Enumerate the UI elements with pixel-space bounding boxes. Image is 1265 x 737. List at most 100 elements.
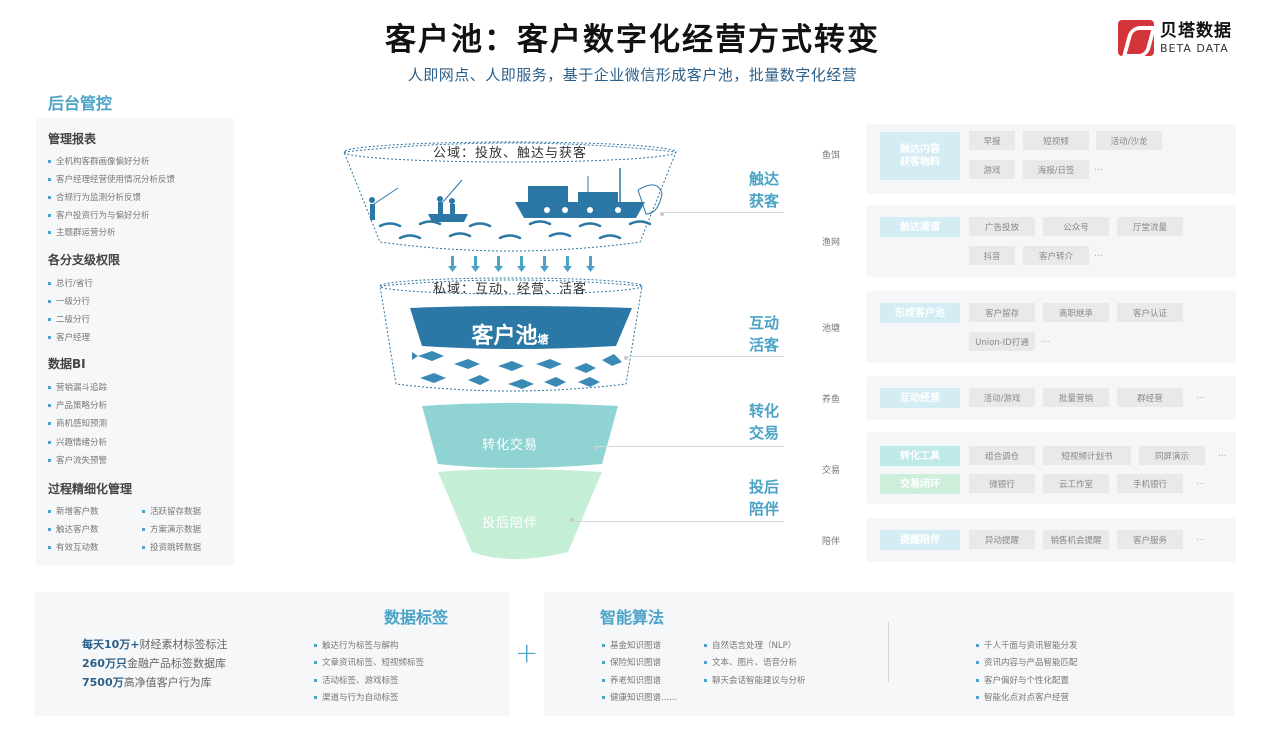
card-pond: 形成客户池 客户留存 离职继承 客户认证 Union-ID打通 ... <box>866 291 1236 363</box>
more-indicator: ... <box>1094 249 1103 259</box>
page-subtitle: 人即网点、人即服务，基于企业微信形成客户池，批量数字化经营 <box>407 66 858 84</box>
stat-line: 260万只金融产品标签数据库 <box>82 657 226 670</box>
list-item: 基金知识图谱 <box>602 639 661 651</box>
list-item: 客户偏好与个性化配置 <box>976 674 1069 686</box>
section-title: 管理报表 <box>48 132 97 146</box>
list-item: 渠道与行为自动标签 <box>314 691 399 703</box>
list-item: 商机感知预测 <box>48 417 107 429</box>
leader-line <box>596 446 784 447</box>
list-item: 新增客户数 <box>48 505 99 517</box>
list-item: 保险知识图谱 <box>602 656 661 668</box>
row-label-raise-fish: 养鱼 <box>822 395 841 405</box>
list-item: 触达客户数 <box>48 523 99 535</box>
list-item: 自然语言处理（NLP） <box>704 639 796 651</box>
row-label-bait: 鱼饵 <box>822 151 841 161</box>
chip[interactable]: 微银行 <box>969 474 1035 493</box>
section-title: 数据BI <box>48 357 86 371</box>
pool-suffix: 塘 <box>537 333 549 346</box>
chip[interactable]: 异动提醒 <box>969 530 1035 549</box>
backend-control-panel: 管理报表 全机构客群画像偏好分析 客户经理经营使用情况分析反馈 合规行为监测分析… <box>36 118 234 566</box>
fish-icon <box>412 351 622 389</box>
beta-logo-icon <box>1118 20 1154 56</box>
down-arrows-icon <box>448 256 595 272</box>
chip[interactable]: 海报/日签 <box>1023 160 1089 179</box>
list-item: 方案演示数据 <box>142 523 201 535</box>
conversion-label: 转化交易 <box>481 438 538 453</box>
data-tags-title: 数据标签 <box>384 608 449 627</box>
stat-line: 7500万高净值客户行为库 <box>82 676 212 689</box>
chip[interactable]: 客户服务 <box>1117 530 1183 549</box>
list-item: 二级分行 <box>48 313 90 325</box>
card-net: 触达渠道 广告投放 公众号 厅堂流量 抖音 客户转介 ... <box>866 205 1236 277</box>
stage-interact-activate: 互动活客 <box>748 314 779 354</box>
card-trade: 转化工具 组合调仓 短视频计划书 同屏演示 ... 交易闭环 微银行 云工作室 … <box>866 432 1236 504</box>
leader-line <box>662 212 784 213</box>
row-label-pond: 池塘 <box>822 324 841 334</box>
section-title: 各分支级权限 <box>48 253 121 267</box>
card-bait: 触达内容获客物料 早报 短视频 活动/沙龙 游戏 海报/日签 ... <box>866 124 1236 194</box>
list-item: 一级分行 <box>48 295 90 307</box>
chip[interactable]: 离职继承 <box>1043 303 1109 322</box>
category-reminder: 提醒陪伴 <box>880 530 960 550</box>
more-indicator: ... <box>1196 533 1205 543</box>
list-item: 文本、图片、语音分析 <box>704 656 797 668</box>
list-item: 客户经理 <box>48 331 90 343</box>
chip[interactable]: 客户转介 <box>1023 246 1089 265</box>
public-domain-label: 公域：投放、触达与获客 <box>432 146 587 161</box>
post-investment-label: 投后陪伴 <box>481 516 538 531</box>
chip[interactable]: 活动/游戏 <box>969 388 1035 407</box>
category-interaction: 互动经营 <box>880 388 960 408</box>
page-title: 客户池：客户数字化经营方式转变 <box>385 22 880 58</box>
card-raise-fish: 互动经营 活动/游戏 批量营销 群经营 ... <box>866 376 1236 420</box>
list-item: 营销漏斗追踪 <box>48 381 107 393</box>
chip[interactable]: 早报 <box>969 131 1015 150</box>
chip[interactable]: 群经营 <box>1117 388 1183 407</box>
chip[interactable]: 游戏 <box>969 160 1015 179</box>
card-accompany: 提醒陪伴 异动提醒 销售机会提醒 客户服务 ... <box>866 518 1236 562</box>
list-item: 客户投资行为与偏好分析 <box>48 209 150 221</box>
chip[interactable]: 厅堂流量 <box>1117 217 1183 236</box>
category-conversion-tools: 转化工具 <box>880 446 960 466</box>
chip[interactable]: 广告投放 <box>969 217 1035 236</box>
chip[interactable]: 组合调仓 <box>969 446 1035 465</box>
more-indicator: ... <box>1196 477 1205 487</box>
list-item: 资讯内容与产品智能匹配 <box>976 656 1078 668</box>
more-indicator: ... <box>1041 335 1050 345</box>
chip[interactable]: 客户认证 <box>1117 303 1183 322</box>
list-item: 文章资讯标签、短视频标签 <box>314 656 424 668</box>
list-item: 活动标签、游戏标签 <box>314 674 399 686</box>
chip[interactable]: 短视频 <box>1023 131 1089 150</box>
chip[interactable]: Union-ID打通 <box>969 332 1035 351</box>
chip[interactable]: 批量营销 <box>1043 388 1109 407</box>
list-item: 有效互动数 <box>48 541 99 553</box>
list-item: 合规行为监测分析反馈 <box>48 191 141 203</box>
list-item: 投资跳转数据 <box>142 541 201 553</box>
chip[interactable]: 活动/沙龙 <box>1096 131 1162 150</box>
pool-title: 客户池 <box>471 324 538 349</box>
chip[interactable]: 云工作室 <box>1043 474 1109 493</box>
algorithms-panel: 智能算法 基金知识图谱 保险知识图谱 养老知识图谱 健康知识图谱...... 自… <box>544 592 1234 716</box>
list-item: 千人千面与资讯智能分发 <box>976 639 1078 651</box>
category-reach-content: 触达内容获客物料 <box>880 132 960 180</box>
more-indicator: ... <box>1196 391 1205 401</box>
data-tags-panel: 数据标签 每天10万+财经素材标签标注 260万只金融产品标签数据库 7500万… <box>34 592 510 716</box>
fishing-boats-icon <box>369 168 663 222</box>
private-domain-label: 私域：互动、经营、活客 <box>432 282 587 297</box>
list-item: 健康知识图谱...... <box>602 691 677 703</box>
divider <box>888 622 889 682</box>
list-item: 智能化点对点客户经营 <box>976 691 1069 703</box>
chip[interactable]: 公众号 <box>1043 217 1109 236</box>
brand-logo: 贝塔数据 BETA DATA <box>1118 20 1248 56</box>
chip[interactable]: 短视频计划书 <box>1043 446 1131 465</box>
funnel-graphic <box>343 141 677 559</box>
customer-funnel: 公域：投放、触达与获客 私域：互动、经营、活客 客户池塘 转化交易 投后陪伴 <box>340 138 680 568</box>
chip[interactable]: 抖音 <box>969 246 1015 265</box>
leader-line <box>626 356 784 357</box>
chip[interactable]: 同屏演示 <box>1139 446 1205 465</box>
chip[interactable]: 销售机会提醒 <box>1043 530 1109 549</box>
waves-icon <box>378 220 652 240</box>
stage-convert-trade: 转化交易 <box>748 402 779 442</box>
category-reach-channel: 触达渠道 <box>880 217 960 237</box>
chip[interactable]: 手机银行 <box>1117 474 1183 493</box>
chip[interactable]: 客户留存 <box>969 303 1035 322</box>
